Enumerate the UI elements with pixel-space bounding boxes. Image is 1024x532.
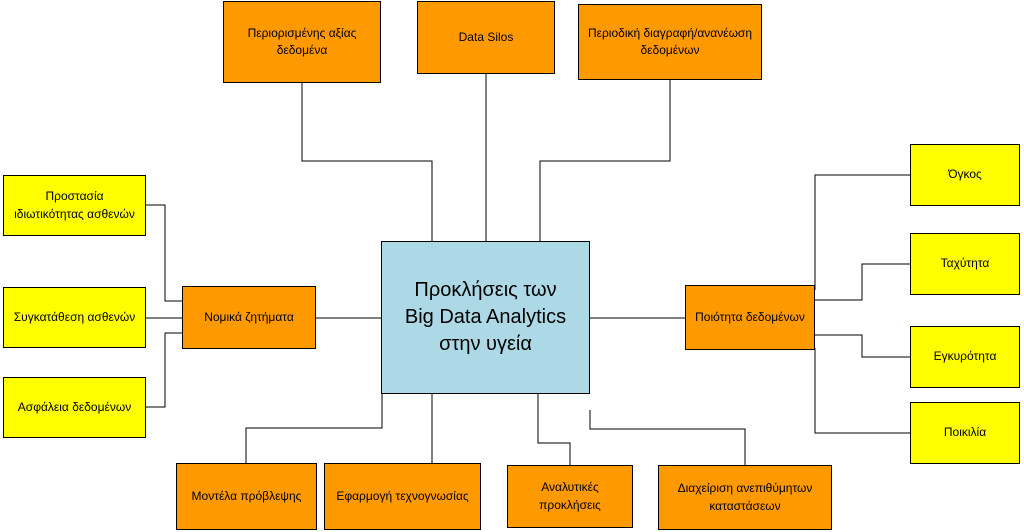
- node-adverse-events: Διαχείριση ανεπιθύμητων καταστάσεων: [658, 465, 832, 530]
- node-velocity: Ταχύτητα: [910, 233, 1020, 295]
- node-patient-privacy: Προστασία ιδιωτικότητας ασθενών: [3, 175, 146, 236]
- node-periodic-refresh: Περιοδική διαγραφή/ανανέωση δεδομένων: [578, 4, 762, 80]
- connector-quality-variety: [814, 348, 910, 434]
- connector-center-adverse-events: [589, 410, 746, 465]
- node-analytical-challenges: Αναλυτικές προκλήσεις: [507, 465, 633, 528]
- node-tech-application: Εφαρμογή τεχνογνωσίας: [324, 463, 481, 530]
- connector-center-periodic-refresh: [539, 80, 671, 241]
- node-data-silos: Data Silos: [417, 1, 555, 74]
- connector-legal-security: [146, 332, 182, 408]
- connector-legal-privacy: [146, 204, 182, 302]
- center-node: Προκλήσεις των Big Data Analytics στην υ…: [381, 241, 590, 394]
- connector-quality-volume: [814, 174, 910, 290]
- connector-center-analytical-challenges: [537, 394, 571, 465]
- connector-center-limited-value: [301, 83, 433, 241]
- node-volume: Όγκος: [910, 144, 1020, 206]
- node-validity: Εγκυρότητα: [910, 326, 1020, 388]
- node-variety: Ποικιλία: [910, 402, 1020, 464]
- node-data-security: Ασφάλεια δεδομένων: [3, 377, 146, 438]
- node-limited-value: Περιορισμένης αξίας δεδομένα: [223, 1, 381, 83]
- connector-quality-validity: [815, 334, 910, 358]
- node-data-quality: Ποιότητα δεδομένων: [685, 285, 815, 350]
- connector-center-prediction-models: [245, 394, 383, 463]
- node-prediction-models: Μοντέλα πρόβλεψης: [176, 463, 317, 530]
- connector-quality-velocity: [815, 263, 910, 301]
- node-patient-consent: Συγκατάθεση ασθενών: [3, 287, 146, 348]
- node-legal-issues: Νομικά ζητήματα: [182, 286, 316, 349]
